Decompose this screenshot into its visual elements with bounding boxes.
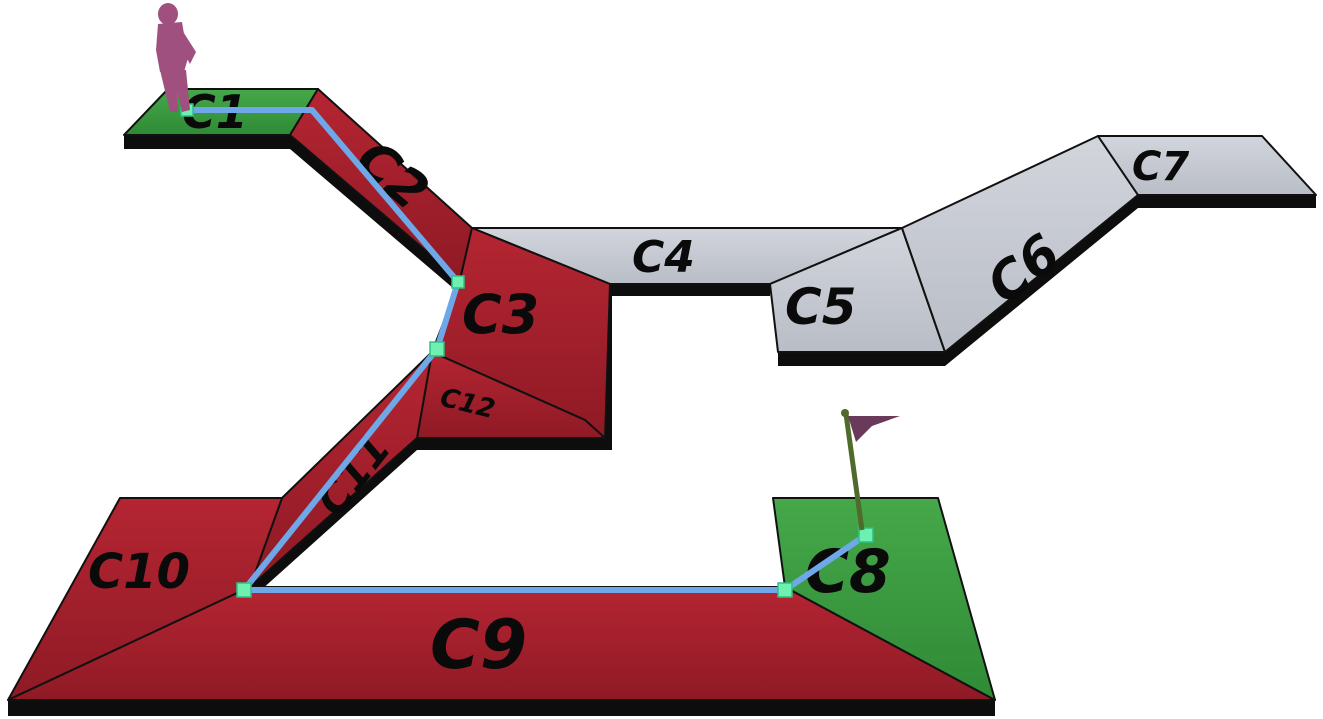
waypoint-c3-c11 (429, 341, 445, 357)
cell-c8[interactable] (772, 497, 996, 701)
cell-label-c10: C10 (88, 544, 190, 600)
cell-label-c5: C5 (785, 278, 856, 336)
waypoint-c9-c8 (777, 582, 793, 598)
cell-label-c7: C7 (1132, 144, 1189, 190)
cells (7, 88, 1317, 701)
person-figure-icon[interactable] (156, 3, 196, 112)
flag-icon[interactable] (841, 409, 900, 531)
cell-label-c4: C4 (632, 232, 695, 283)
waypoint-c2-c3 (451, 275, 465, 289)
waypoint-c10-c9 (236, 582, 252, 598)
waypoint-c8-goal (858, 527, 874, 543)
cell-label-c3: C3 (462, 283, 539, 346)
platform-sides (8, 135, 1316, 716)
cell-label-c9: C9 (430, 606, 527, 685)
cell-c7[interactable] (1097, 135, 1317, 196)
